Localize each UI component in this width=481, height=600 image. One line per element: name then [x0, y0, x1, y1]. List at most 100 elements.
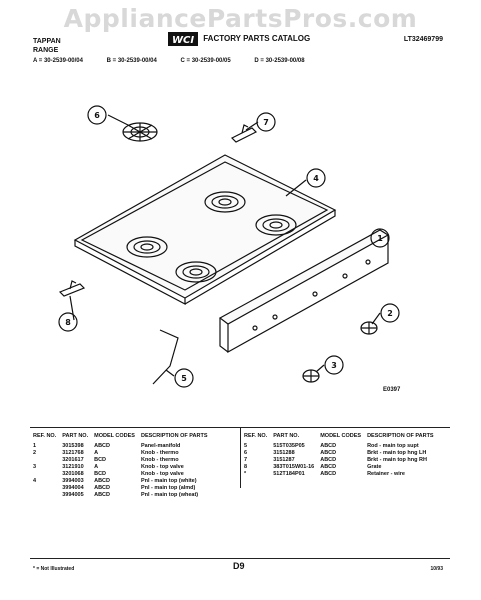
- ref-header: REF. NO.: [33, 433, 57, 439]
- table-row: 7 3151287 ABCD Brkt - main top hng RH: [244, 457, 440, 464]
- model-cell: ABCD: [320, 450, 337, 456]
- model-b: B = 30-2539-00/04: [106, 58, 157, 64]
- support-rod-part: [152, 329, 179, 385]
- model-d: D = 30-2539-00/08: [254, 58, 305, 64]
- model-cell: ABCD: [94, 478, 110, 484]
- desc-cell: Brkt - main top hng LH: [367, 450, 427, 456]
- catalog-title: FACTORY PARTS CATALOG: [203, 34, 311, 44]
- part-cell: 3121768: [62, 450, 84, 456]
- hinge-bracket-rh: [230, 124, 258, 143]
- model-cell: A: [94, 450, 99, 456]
- top-valve-knob-part: [302, 369, 320, 383]
- part-cell: 3151288: [273, 450, 295, 456]
- table-row: * 512T184P01 ABCD Retainer - wire: [244, 471, 440, 478]
- ref-cell: [33, 485, 62, 492]
- part-cell: 3121910: [62, 464, 84, 470]
- not-illustrated-note: * = Not Illustrated: [33, 566, 75, 572]
- table-row: 3994004 ABCD Pnl - main top (almd): [33, 485, 213, 492]
- callout-6: 6: [94, 111, 100, 120]
- part-cell: 3994005: [62, 492, 84, 498]
- table-row: 3201617 BCD Knob - thermo: [33, 457, 213, 464]
- model-cell: ABCD: [320, 457, 337, 463]
- part-cell: 383T015W01-16: [273, 464, 315, 470]
- desc-cell: Pnl - main top (wheat): [140, 492, 199, 498]
- ref-cell: [33, 471, 62, 478]
- table-row: 3994005 ABCD Pnl - main top (wheat): [33, 492, 213, 499]
- ref-cell: 7: [244, 457, 248, 463]
- part-cell: 3201617: [62, 457, 84, 463]
- part-cell: 3201068: [62, 471, 84, 477]
- table-row: 1 3015398 ABCD Panel-manifold: [33, 443, 213, 450]
- brand-line-1: TAPPAN: [33, 38, 61, 45]
- callout-5: 5: [181, 374, 187, 383]
- desc-header: DESCRIPTION OF PARTS: [140, 433, 208, 439]
- desc-cell: Knob - thermo: [140, 457, 179, 463]
- catalog-number: LT32469799: [403, 36, 443, 43]
- desc-cell: Knob - top valve: [140, 464, 184, 470]
- wci-logo-icon: WCI: [168, 32, 198, 46]
- part-cell: 515T035P05: [273, 443, 305, 449]
- model-c: C = 30-2539-00/05: [180, 58, 231, 64]
- desc-cell: Retainer - wire: [367, 471, 405, 477]
- ref-cell: [33, 457, 62, 464]
- part-cell: 3015398: [62, 443, 84, 449]
- model-cell: ABCD: [94, 492, 110, 498]
- brand-label: TAPPAN RANGE: [33, 37, 61, 55]
- desc-header: DESCRIPTION OF PARTS: [367, 433, 434, 439]
- table-row: 6 3151288 ABCD Brkt - main top hng LH: [244, 450, 440, 457]
- callout-7: 7: [263, 118, 269, 127]
- table-row: 2 3121768 A Knob - thermo: [33, 450, 213, 457]
- model-cell: ABCD: [94, 485, 110, 491]
- ref-cell: 8: [244, 464, 248, 470]
- footer-rule: [30, 558, 450, 559]
- model-header: MODEL CODES: [320, 433, 362, 439]
- table-row: 3 3121910 A Knob - top valve: [33, 464, 213, 471]
- model-cell: A: [94, 464, 99, 470]
- model-header: MODEL CODES: [94, 433, 135, 439]
- desc-cell: Pnl - main top (almd): [140, 485, 196, 491]
- burner-openings: [126, 191, 297, 283]
- model-cell: BCD: [94, 457, 107, 463]
- callout-4: 4: [313, 174, 319, 183]
- watermark: AppliancePartsPros.com: [63, 4, 418, 33]
- ref-cell: 5: [244, 443, 248, 449]
- desc-cell: Knob - top valve: [140, 471, 184, 477]
- ref-cell: *: [244, 471, 247, 477]
- model-cell: ABCD: [320, 464, 337, 470]
- part-cell: 512T184P01: [273, 471, 305, 477]
- desc-cell: Knob - thermo: [140, 450, 179, 456]
- model-a: A = 30-2539-00/04: [33, 58, 83, 64]
- desc-cell: Rod - main top supt: [367, 443, 419, 449]
- thermo-knob-part: [360, 321, 378, 335]
- part-cell: 3994004: [62, 485, 84, 491]
- table-row: 4 3994003 ABCD Pnl - main top (white): [33, 478, 213, 485]
- desc-cell: Panel-manifold: [140, 443, 181, 449]
- desc-cell: Grate: [367, 464, 382, 470]
- ref-cell: 1: [33, 443, 37, 449]
- diagram-code: E0397: [383, 387, 401, 393]
- model-cell: BCD: [94, 471, 107, 477]
- brand-line-2: RANGE: [33, 47, 59, 54]
- exploded-parts-diagram: 6 7 4 1 2 3 5 8: [58, 105, 400, 388]
- callout-3: 3: [331, 361, 337, 370]
- callout-8: 8: [65, 318, 71, 327]
- part-header: PART NO.: [62, 433, 89, 439]
- catalog-header: WCI FACTORY PARTS CATALOG: [168, 32, 310, 46]
- revision-date: 10/93: [430, 566, 443, 572]
- ref-cell: [33, 492, 62, 499]
- svg-text:WCI: WCI: [172, 35, 194, 46]
- grate-part: [122, 122, 158, 142]
- part-cell: 3994003: [62, 478, 84, 484]
- page-number: D9: [233, 561, 245, 571]
- parts-table-left: REF. NO. PART NO. MODEL CODES DESCRIPTIO…: [33, 433, 213, 499]
- model-cell: ABCD: [94, 443, 110, 449]
- callout-2: 2: [387, 309, 393, 318]
- ref-cell: 6: [244, 450, 248, 456]
- model-cell: ABCD: [320, 443, 337, 449]
- ref-cell: 3: [33, 464, 37, 470]
- ref-cell: 2: [33, 450, 37, 456]
- hinge-bracket-lh: [58, 280, 86, 297]
- desc-cell: Pnl - main top (white): [140, 478, 197, 484]
- ref-cell: 4: [33, 478, 37, 484]
